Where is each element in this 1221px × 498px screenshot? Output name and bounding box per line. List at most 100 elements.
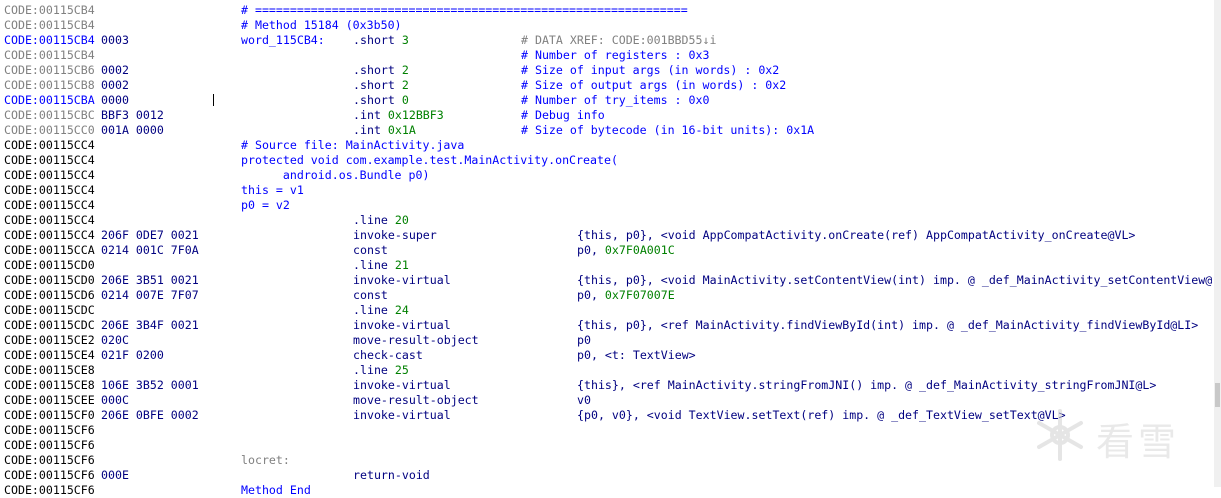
instruction-mnemonic[interactable]: .int 0x1A — [353, 123, 416, 137]
address[interactable]: CODE:00115CBA — [4, 93, 95, 107]
instruction-mnemonic[interactable]: invoke-virtual — [353, 378, 451, 392]
listing-line[interactable]: CODE:00115CC4 .line 20 — [0, 213, 1214, 228]
instruction-operands[interactable]: {this, p0}, <void AppCompatActivity.onCr… — [577, 228, 1136, 242]
instruction-operands[interactable]: {this, p0}, <void MainActivity.setConten… — [577, 273, 1213, 287]
address[interactable]: CODE:00115CF6 — [4, 468, 95, 482]
address[interactable]: CODE:00115CC0 — [4, 123, 95, 137]
address[interactable]: CODE:00115CF0 — [4, 408, 95, 422]
instruction-operands[interactable]: {this, p0}, <ref MainActivity.findViewBy… — [577, 318, 1199, 332]
address[interactable]: CODE:00115CB6 — [4, 63, 95, 77]
instruction-operands[interactable]: p0, <t: TextView> — [577, 348, 696, 362]
address[interactable]: CODE:00115CF6 — [4, 453, 95, 467]
address[interactable]: CODE:00115CDC — [4, 303, 95, 317]
instruction-operands[interactable]: p0 — [577, 333, 591, 347]
address[interactable]: CODE:00115CBC — [4, 108, 95, 122]
instruction-mnemonic[interactable]: invoke-virtual — [353, 273, 451, 287]
address[interactable]: CODE:00115CC4 — [4, 138, 95, 152]
disassembly-listing[interactable]: CODE:00115CB4# =========================… — [0, 3, 1214, 497]
vertical-scrollbar[interactable] — [1214, 0, 1221, 487]
address[interactable]: CODE:00115CF6 — [4, 483, 95, 497]
instruction-operands[interactable]: {this}, <ref MainActivity.stringFromJNI(… — [577, 378, 1157, 392]
instruction-mnemonic[interactable]: const — [353, 243, 388, 257]
address[interactable]: CODE:00115CF6 — [4, 423, 95, 437]
address[interactable]: CODE:00115CF6 — [4, 438, 95, 452]
scrollbar-thumb[interactable] — [1215, 383, 1220, 407]
address[interactable]: CODE:00115CD0 — [4, 273, 95, 287]
address[interactable]: CODE:00115CB4 — [4, 48, 95, 62]
listing-line[interactable]: CODE:00115CF6 — [0, 423, 1214, 438]
instruction-mnemonic[interactable]: return-void — [353, 468, 430, 482]
instruction-mnemonic[interactable]: move-result-object — [353, 333, 479, 347]
address[interactable]: CODE:00115CC4 — [4, 153, 95, 167]
instruction-mnemonic[interactable]: .short 0 — [353, 93, 409, 107]
listing-line[interactable]: CODE:00115CDC .line 24 — [0, 303, 1214, 318]
address[interactable]: CODE:00115CCA — [4, 243, 95, 257]
address[interactable]: CODE:00115CE8 — [4, 378, 95, 392]
instruction-mnemonic[interactable]: .line 24 — [353, 303, 409, 317]
address[interactable]: CODE:00115CEE — [4, 393, 95, 407]
address[interactable]: CODE:00115CD6 — [4, 288, 95, 302]
address[interactable]: CODE:00115CB4 — [4, 3, 95, 17]
instruction-operands[interactable]: p0, 0x7F0A001C — [577, 243, 675, 257]
address[interactable]: CODE:00115CB4 — [4, 33, 95, 47]
address[interactable]: CODE:00115CD0 — [4, 258, 95, 272]
listing-line[interactable]: CODE:00115CD0 .line 21 — [0, 258, 1214, 273]
instruction-mnemonic[interactable]: invoke-virtual — [353, 408, 451, 422]
instruction-mnemonic[interactable]: invoke-virtual — [353, 318, 451, 332]
address[interactable]: CODE:00115CE2 — [4, 333, 95, 347]
instruction-mnemonic[interactable]: .line 21 — [353, 258, 409, 272]
instruction-mnemonic[interactable]: const — [353, 288, 388, 302]
instruction-mnemonic[interactable]: check-cast — [353, 348, 423, 362]
instruction-mnemonic[interactable]: .line 20 — [353, 213, 409, 227]
address[interactable]: CODE:00115CC4 — [4, 198, 95, 212]
instruction-mnemonic[interactable]: move-result-object — [353, 393, 479, 407]
listing-line[interactable]: CODE:00115CB4# Method 15184 (0x3b50) — [0, 18, 1214, 33]
listing-line[interactable]: CODE:00115CE8 .line 25 — [0, 363, 1214, 378]
listing-line[interactable]: CODE:00115CB4# =========================… — [0, 3, 1214, 18]
instruction-mnemonic[interactable]: invoke-super — [353, 228, 437, 242]
instruction-operands[interactable]: p0, 0x7F07007E — [577, 288, 675, 302]
address[interactable]: CODE:00115CB4 — [4, 18, 95, 32]
address[interactable]: CODE:00115CE8 — [4, 363, 95, 377]
instruction-mnemonic[interactable]: .short 2 — [353, 78, 409, 92]
listing-line[interactable]: CODE:00115CF6 — [0, 438, 1214, 453]
listing-line[interactable]: CODE:00115CF6 locret: — [0, 453, 1214, 468]
instruction-mnemonic[interactable]: .short 2 — [353, 63, 409, 77]
address[interactable]: CODE:00115CC4 — [4, 228, 95, 242]
address[interactable]: CODE:00115CC4 — [4, 168, 95, 182]
instruction-mnemonic[interactable]: .line 25 — [353, 363, 409, 377]
address[interactable]: CODE:00115CB8 — [4, 78, 95, 92]
code-label[interactable]: locret: — [241, 453, 290, 467]
instruction-mnemonic[interactable]: .short 3 — [353, 33, 409, 47]
address[interactable]: CODE:00115CC4 — [4, 183, 95, 197]
instruction-mnemonic[interactable]: .int 0x12BBF3 — [353, 108, 444, 122]
listing-line[interactable]: CODE:00115CC4# Source file: MainActivity… — [0, 138, 1214, 153]
listing-line[interactable]: CODE:00115CC4 android.os.Bundle p0) — [0, 168, 1214, 183]
address[interactable]: CODE:00115CDC — [4, 318, 95, 332]
instruction-operands[interactable]: v0 — [577, 393, 591, 407]
address[interactable]: CODE:00115CE4 — [4, 348, 95, 362]
address[interactable]: CODE:00115CC4 — [4, 213, 95, 227]
instruction-operands[interactable]: {p0, v0}, <void TextView.setText(ref) im… — [577, 408, 1066, 422]
